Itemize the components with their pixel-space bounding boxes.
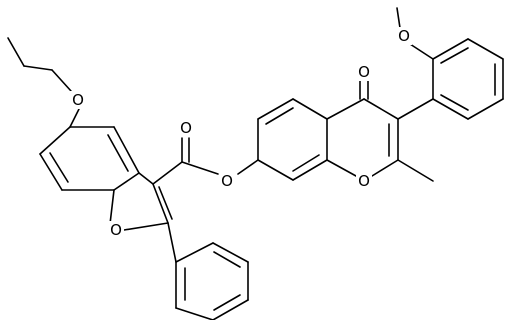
bond <box>175 242 214 263</box>
bond <box>212 242 249 263</box>
bond <box>152 161 183 185</box>
bond <box>113 172 140 191</box>
bond <box>397 98 434 120</box>
bond <box>292 154 320 172</box>
bond <box>432 98 469 120</box>
atom-o-benzofuran-ring: O <box>108 221 124 239</box>
atom-label: O <box>398 27 410 45</box>
bond <box>113 126 140 174</box>
atom-label: O <box>110 221 122 239</box>
atom-o-ester: O <box>219 172 235 190</box>
bond <box>409 43 434 60</box>
bond <box>39 126 71 155</box>
atom-o-ketone: O <box>356 63 372 81</box>
bond <box>107 134 129 172</box>
bond <box>440 47 469 64</box>
atom-label: O <box>180 119 192 137</box>
bond <box>138 172 154 185</box>
bond <box>51 69 72 92</box>
bond <box>152 183 169 224</box>
atom-label: O <box>358 63 370 81</box>
bond <box>213 294 241 311</box>
bond <box>39 153 63 191</box>
atom-o-methoxy: O <box>396 27 412 45</box>
bond <box>181 161 219 175</box>
bond <box>213 251 241 268</box>
bond <box>265 107 294 125</box>
bond <box>292 98 328 120</box>
bond <box>432 38 469 60</box>
bond <box>69 108 80 128</box>
atom-label: O <box>72 91 84 109</box>
bond <box>397 159 434 182</box>
atom-o-ethoxy: O <box>70 91 86 109</box>
bond <box>158 186 173 220</box>
bond <box>167 222 177 263</box>
atom-o-carbonyl: O <box>178 119 194 137</box>
atom-label-layer: O O O O O O O <box>70 27 412 239</box>
bond <box>326 98 365 120</box>
bond <box>371 159 399 177</box>
bond <box>175 307 214 320</box>
bond <box>396 7 401 29</box>
bond <box>257 98 294 120</box>
atom-label: O <box>221 172 233 190</box>
bond <box>109 189 115 225</box>
bond <box>237 159 259 175</box>
bond <box>467 98 504 120</box>
bond <box>326 159 357 177</box>
bond <box>212 299 249 320</box>
atom-o-chromone-ring: O <box>356 172 372 190</box>
bond <box>292 159 328 181</box>
bond <box>23 65 53 71</box>
bond <box>123 222 169 231</box>
bond <box>7 37 25 67</box>
bond <box>363 98 399 120</box>
bond <box>257 159 294 181</box>
bond <box>467 38 504 60</box>
bond <box>440 94 469 111</box>
bond <box>49 152 69 183</box>
atom-label: O <box>358 172 370 190</box>
bond-layer <box>7 7 504 320</box>
